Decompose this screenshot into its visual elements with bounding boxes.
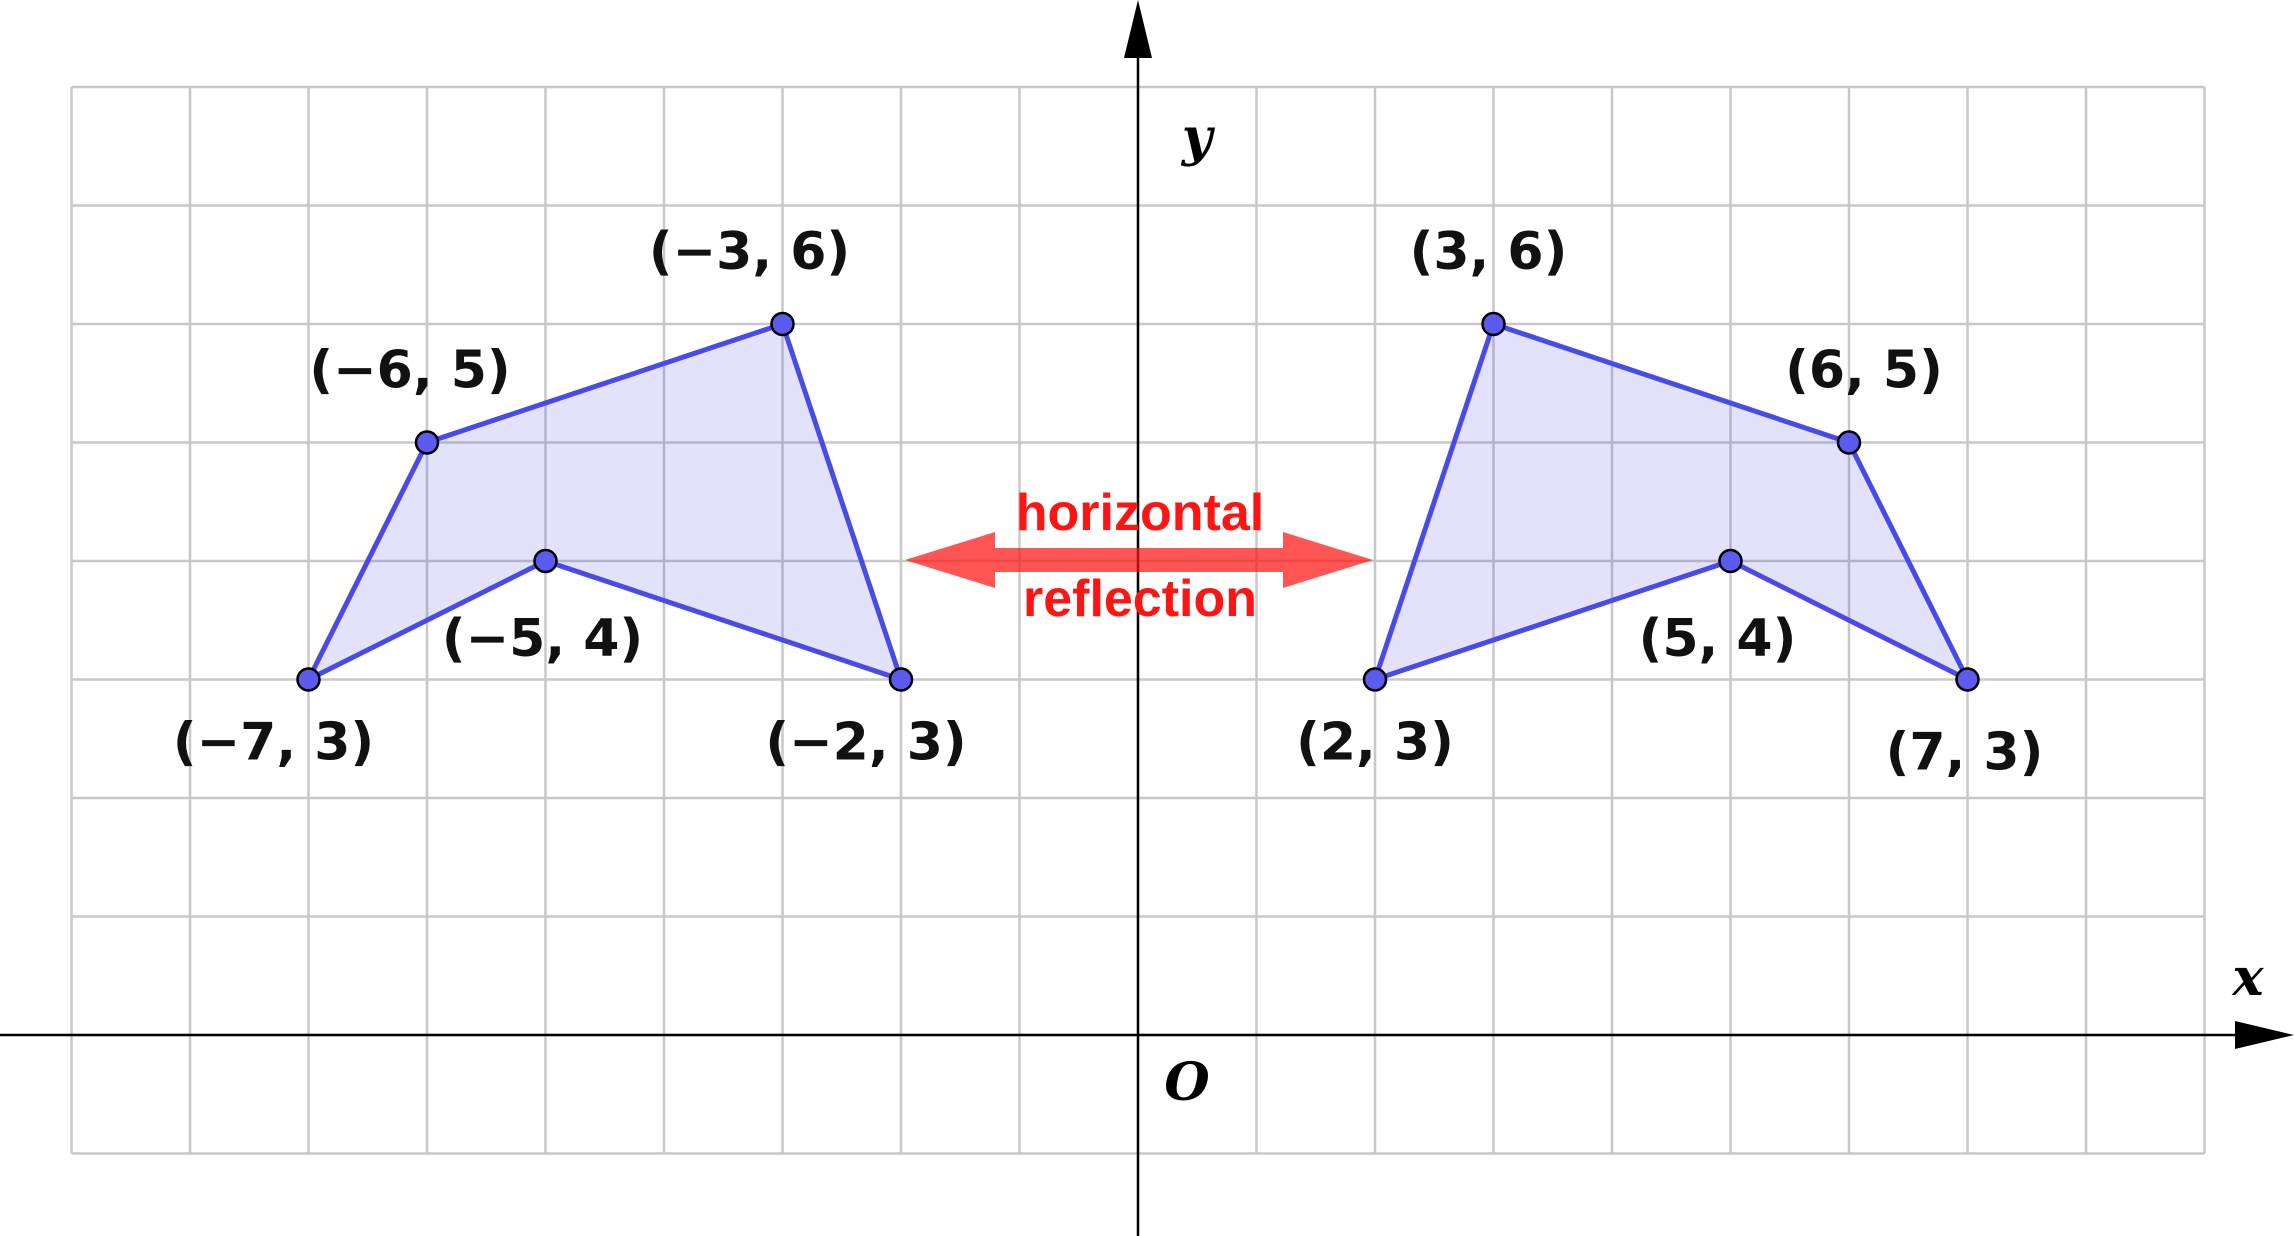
annotation-line-1: horizontal	[1016, 484, 1264, 542]
vertex-point	[533, 548, 558, 574]
vertex-point	[1836, 430, 1862, 455]
y-axis-label: y	[1181, 107, 1216, 168]
vertex-label: (2, 3)	[1296, 713, 1454, 773]
vertex-point	[1955, 667, 1980, 692]
shape-fill	[1375, 324, 1968, 680]
vertex-label: (3, 6)	[1410, 222, 1568, 282]
annotation-line-2: reflection	[1023, 570, 1257, 628]
quadrilateral-right: (2, 3) (3, 6) (6, 5) (7, 3) (5, 4)	[1296, 222, 2043, 783]
vertex-point	[1362, 667, 1388, 692]
vertex-point	[1481, 311, 1506, 337]
quadrilateral-left: (−7, 3) (−6, 5) (−3, 6) (−2, 3) (−5, 4)	[173, 222, 967, 773]
vertex-label: (−2, 3)	[765, 713, 966, 773]
vertex-label: (−3, 6)	[649, 222, 850, 282]
shape-outline	[1372, 321, 1970, 682]
vertex-label: (−7, 3)	[173, 713, 374, 773]
y-axis-arrowhead	[1124, 0, 1152, 58]
origin-label: O	[1164, 1052, 1209, 1113]
shape-fill	[308, 324, 901, 680]
vertex-label: (7, 3)	[1886, 723, 2044, 783]
vertex-label: (−5, 4)	[442, 609, 643, 669]
vertex-label: (6, 5)	[1785, 341, 1943, 401]
double-arrow-icon	[905, 532, 1373, 588]
vertex-point	[296, 667, 321, 692]
x-axis-label: x	[2231, 947, 2264, 1008]
vertex-label: (5, 4)	[1639, 609, 1797, 669]
shapes: (−7, 3) (−6, 5) (−3, 6) (−2, 3) (−5, 4) (2, 3…	[173, 222, 2044, 783]
vertex-point	[1718, 548, 1743, 574]
reflection-annotation: horizontal reflection	[905, 484, 1373, 628]
shape-outline	[306, 321, 904, 682]
vertex-point	[770, 311, 795, 337]
vertex-point	[888, 667, 914, 692]
vertex-point	[414, 430, 440, 455]
x-axis-arrowhead	[2235, 1021, 2294, 1049]
vertex-label: (−6, 5)	[309, 341, 510, 401]
